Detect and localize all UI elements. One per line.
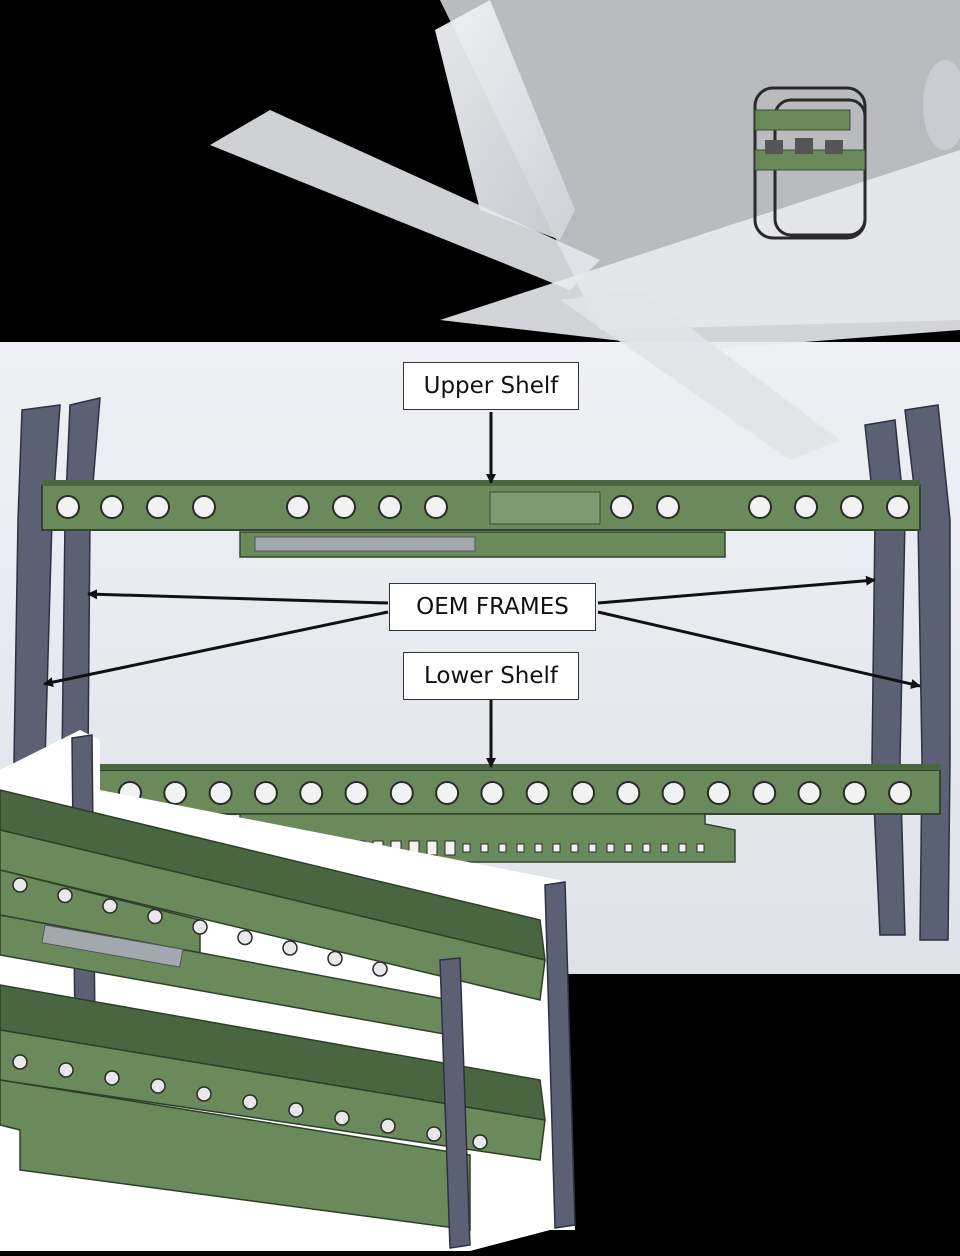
shelf-slot	[480, 843, 489, 853]
shelf-slot	[444, 840, 456, 856]
rack-hole	[334, 1110, 350, 1126]
shelf-hole	[616, 781, 641, 805]
shelf-slot	[642, 843, 651, 853]
rack-hole	[150, 1078, 166, 1094]
shelf-slot	[696, 843, 705, 853]
shelf-hole	[525, 781, 550, 805]
rack-hole	[282, 940, 298, 956]
rack-hole	[102, 898, 118, 914]
shelf-hole	[797, 781, 822, 805]
rack-hole	[288, 1102, 304, 1118]
shelf-slot	[678, 843, 687, 853]
arrow-oem-left-inner	[87, 589, 389, 605]
lower-shelf-label: Lower Shelf	[403, 652, 579, 700]
shelf-hole	[146, 495, 170, 519]
shelf-hole	[794, 495, 818, 519]
shelf-hole	[842, 781, 867, 805]
rack-hole	[327, 950, 343, 967]
shelf-hole	[886, 495, 910, 519]
shelf-hole	[888, 781, 913, 805]
arrow-oem-right-inner	[597, 575, 876, 605]
shelf-slot	[624, 843, 633, 853]
shelf-hole	[344, 781, 369, 805]
arrow-oem-left-outer	[43, 610, 389, 688]
shelf-hole	[163, 781, 188, 805]
rack-hole	[192, 919, 208, 935]
shelf-hole	[208, 781, 233, 805]
shelf-hole	[435, 781, 460, 805]
shelf-hole	[571, 781, 595, 805]
rack-hole	[472, 1134, 488, 1150]
shelf-slot	[660, 843, 669, 853]
shelf-slot	[588, 843, 597, 853]
rack-hole	[12, 1054, 28, 1070]
shelf-slot	[570, 843, 579, 853]
rack-hole	[380, 1118, 396, 1134]
shelf-hole	[299, 781, 324, 805]
shelf-slot	[498, 843, 507, 853]
shelf-hole	[840, 495, 864, 519]
rack-hole	[57, 887, 73, 904]
shelf-slot	[606, 843, 615, 853]
rack-hole	[426, 1126, 442, 1142]
rack-hole	[242, 1094, 258, 1110]
isometric-rack-icon	[0, 730, 576, 1251]
shelf-hole	[56, 495, 80, 519]
shelf-hole	[706, 781, 731, 805]
oem-frames-label: OEM FRAMES	[389, 583, 596, 631]
upper-shelf-beam	[41, 480, 921, 558]
shelf-hole	[100, 495, 124, 519]
rack-hole	[237, 929, 253, 946]
shelf-hole	[378, 495, 402, 519]
shelf-hole	[610, 495, 634, 519]
shelf-hole	[656, 495, 680, 519]
shelf-hole	[286, 495, 310, 519]
shelf-hole	[752, 781, 777, 805]
shelf-slot	[426, 840, 438, 856]
rack-hole	[12, 877, 28, 893]
aircraft-tail-icon	[210, 0, 960, 460]
callout-arrows	[43, 412, 921, 768]
shelf-hole	[332, 495, 356, 519]
rack-hole	[196, 1086, 212, 1102]
shelf-slot	[552, 843, 561, 853]
rack-hole	[104, 1070, 120, 1086]
shelf-slot	[534, 843, 543, 853]
shelf-hole	[748, 495, 772, 519]
rack-hole	[372, 961, 388, 977]
shelf-hole	[389, 781, 414, 805]
shelf-hole	[192, 495, 216, 519]
upper-shelf-label: Upper Shelf	[403, 362, 579, 410]
shelf-slot	[516, 843, 525, 853]
shelf-hole	[253, 781, 278, 805]
shelf-hole	[424, 495, 448, 519]
arrow-oem-right-outer	[597, 610, 921, 689]
shelf-hole	[480, 781, 505, 805]
shelf-slot	[462, 843, 471, 853]
rack-hole	[147, 908, 163, 925]
rack-hole	[58, 1062, 74, 1078]
shelf-hole	[661, 781, 686, 805]
